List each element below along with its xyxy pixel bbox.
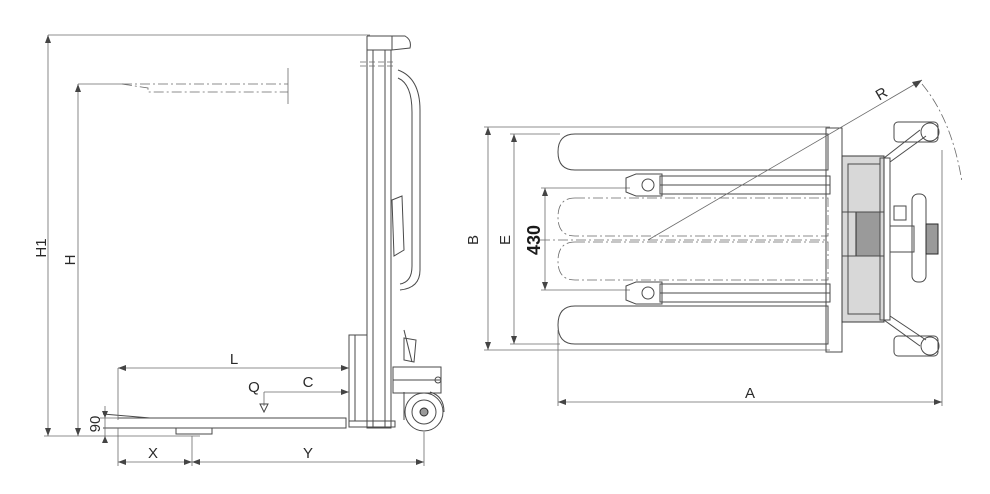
dimension-b: [484, 126, 830, 351]
dimension-x-y: [117, 428, 425, 466]
label-q: Q: [248, 379, 260, 396]
fork-lower: [102, 334, 396, 435]
dimension-l: [117, 365, 349, 420]
dimension-h1: [45, 34, 370, 436]
steering-handle: [889, 193, 939, 283]
label-l: L: [230, 351, 238, 368]
forks-outer: [557, 133, 829, 345]
dimension-e: [510, 133, 560, 345]
label-h: H: [62, 255, 79, 266]
dimension-h: [75, 83, 122, 436]
forks-inner: [540, 197, 829, 281]
label-a: A: [745, 385, 755, 402]
base-and-wheel: [392, 366, 445, 432]
label-90: 90: [87, 416, 104, 433]
top-view: B E 430 R A: [465, 79, 963, 406]
outriggers: [625, 173, 831, 305]
label-x: X: [148, 445, 158, 462]
label-430: 430: [524, 225, 544, 255]
mast: [360, 35, 411, 429]
label-y: Y: [303, 445, 313, 462]
carriage: [825, 127, 891, 353]
handle: [391, 69, 421, 363]
label-e: E: [497, 235, 514, 245]
dimension-a: [557, 150, 943, 406]
dimension-430: [541, 187, 630, 291]
rear-wheels: [883, 121, 940, 357]
label-r: R: [873, 84, 891, 104]
raised-fork: [121, 68, 289, 104]
label-c: C: [303, 374, 314, 391]
turning-radius: [647, 79, 963, 241]
label-b: B: [465, 235, 482, 245]
dimension-90: [100, 406, 118, 443]
dimension-c: [259, 389, 349, 414]
side-view: H1 H L Q C 90 X Y: [33, 34, 445, 466]
label-h1: H1: [33, 238, 50, 257]
